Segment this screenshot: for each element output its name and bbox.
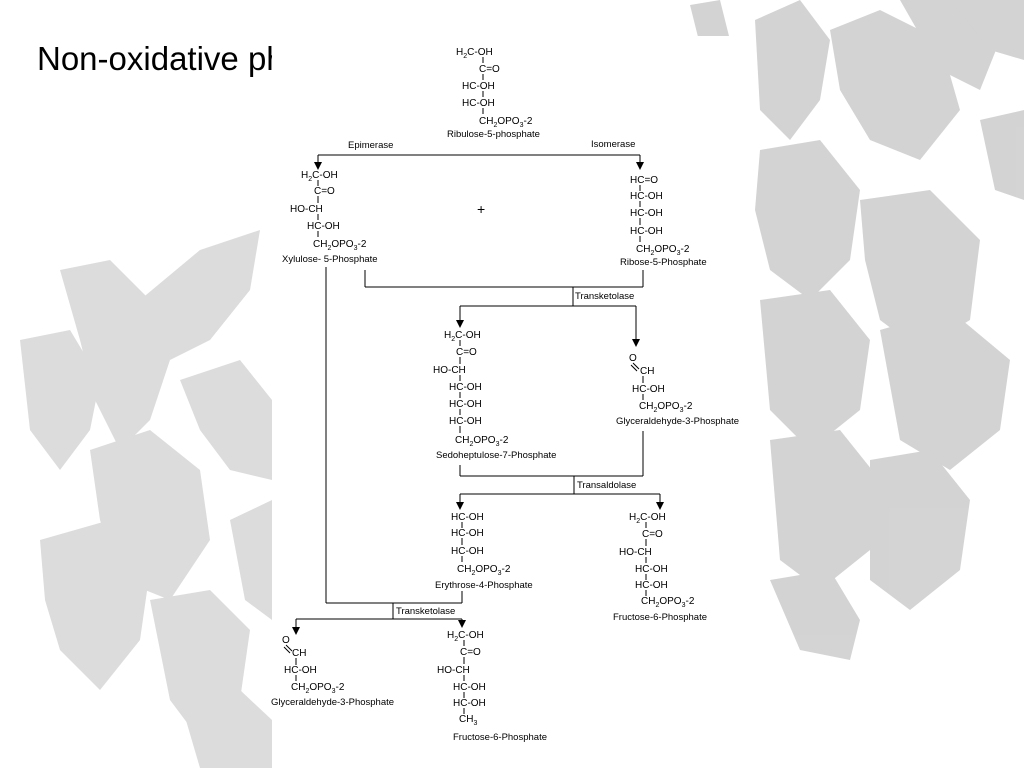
glyceraldehyde-1-name: Glyceraldehyde-3-Phosphate	[616, 416, 739, 427]
ribose-line-5: CH2OPO3-2	[636, 244, 690, 257]
sedo-line-2: C=O	[456, 347, 477, 358]
transaldolase-label: Transaldolase	[577, 480, 636, 491]
ery-line-3: HC-OH	[451, 546, 484, 557]
xylulose-5-phosphate: H2C-OH C=O HO-CH HC-OH CH2OPO3-2 Xylulos…	[282, 170, 378, 265]
ribulose-line-2: C=O	[479, 64, 500, 75]
sedo-line-7: CH2OPO3-2	[455, 435, 509, 448]
fru1-line-1: H2C-OH	[629, 512, 666, 525]
fru2-line-4: HC-OH	[453, 682, 486, 693]
sedo-line-5: HC-OH	[449, 399, 482, 410]
ribulose-line-1: H2C-OH	[456, 47, 493, 60]
gap2-line-1: O	[282, 635, 290, 646]
ribose-5-phosphate: HC=O HC-OH HC-OH HC-OH CH2OPO3-2 Ribose-…	[620, 175, 707, 268]
xylulose-line-3: HO-CH	[290, 204, 323, 215]
fru2-line-6: CH3	[459, 714, 477, 727]
ery-line-1: HC-OH	[451, 512, 484, 523]
glyceraldehyde-3-phosphate-2: O CH HC-OH CH2OPO3-2 Glyceraldehyde-3-Ph…	[271, 635, 394, 708]
plus-sign: +	[477, 201, 485, 217]
fru2-line-1: H2C-OH	[447, 630, 484, 643]
fru1-line-3: HO-CH	[619, 547, 652, 558]
sedo-line-3: HO-CH	[433, 365, 466, 376]
gap1-line-3: HC-OH	[632, 384, 665, 395]
sedoheptulose-7-phosphate: H2C-OH C=O HO-CH HC-OH HC-OH HC-OH CH2OP…	[433, 330, 556, 461]
sedo-line-1: H2C-OH	[444, 330, 481, 343]
erythrose-4-phosphate: HC-OH HC-OH HC-OH CH2OPO3-2 Erythrose-4-…	[435, 512, 533, 591]
xylulose-line-1: H2C-OH	[301, 170, 338, 183]
fructose-2-name: Fructose-6-Phosphate	[453, 732, 547, 743]
ribose-line-2: HC-OH	[630, 191, 663, 202]
ribulose-line-5: CH2OPO3-2	[479, 116, 533, 129]
fructose-6-phosphate-1: H2C-OH C=O HO-CH HC-OH HC-OH CH2OPO3-2 F…	[613, 512, 707, 623]
ribose-name: Ribose-5-Phosphate	[620, 257, 707, 268]
gap2-line-4: CH2OPO3-2	[291, 682, 345, 695]
sedo-line-6: HC-OH	[449, 416, 482, 427]
glyceraldehyde-2-name: Glyceraldehyde-3-Phosphate	[271, 697, 394, 708]
gap1-line-1: O	[629, 353, 637, 364]
fru1-line-5: HC-OH	[635, 580, 668, 591]
ribulose-line-4: HC-OH	[462, 98, 495, 109]
fru1-line-4: HC-OH	[635, 564, 668, 575]
fructose-6-phosphate-2: H2C-OH C=O HO-CH HC-OH HC-OH CH3 Fructos…	[437, 630, 547, 743]
arrowhead	[656, 502, 664, 510]
arrowhead	[314, 162, 322, 170]
gap2-line-3: HC-OH	[284, 665, 317, 676]
diagram-panel	[272, 36, 752, 768]
ribose-line-4: HC-OH	[630, 226, 663, 237]
fru2-line-5: HC-OH	[453, 698, 486, 709]
sedo-line-4: HC-OH	[449, 382, 482, 393]
bond	[632, 362, 640, 370]
bond	[283, 646, 291, 654]
fru2-line-2: C=O	[460, 647, 481, 658]
arrowhead	[292, 627, 300, 635]
fru1-line-2: C=O	[642, 529, 663, 540]
arrowhead	[456, 502, 464, 510]
fru2-line-3: HO-CH	[437, 665, 470, 676]
xylulose-line-5: CH2OPO3-2	[313, 239, 367, 252]
xylulose-line-2: C=O	[314, 186, 335, 197]
arrowhead	[636, 162, 644, 170]
arrowhead	[458, 620, 466, 628]
ribulose-5-phosphate: H2C-OH C=O HC-OH HC-OH CH2OPO3-2 Ribulos…	[447, 47, 540, 140]
transketolase-1-label: Transketolase	[575, 291, 634, 302]
fructose-1-name: Fructose-6-Phosphate	[613, 612, 707, 623]
arrowhead	[632, 339, 640, 347]
isomerase-label: Isomerase	[591, 139, 635, 150]
gap2-line-2: CH	[292, 648, 306, 659]
arrowhead	[456, 320, 464, 328]
glyceraldehyde-3-phosphate-1: O CH HC-OH CH2OPO3-2 Glyceraldehyde-3-Ph…	[616, 353, 739, 427]
xylulose-name: Xylulose- 5-Phosphate	[282, 254, 378, 265]
erythrose-name: Erythrose-4-Phosphate	[435, 580, 533, 591]
ery-line-4: CH2OPO3-2	[457, 564, 511, 577]
sedoheptulose-name: Sedoheptulose-7-Phosphate	[436, 450, 556, 461]
xylulose-line-4: HC-OH	[307, 221, 340, 232]
bond	[630, 364, 638, 372]
gap1-line-2: CH	[640, 366, 654, 377]
bond	[285, 644, 293, 652]
ribulose-name: Ribulose-5-phosphate	[447, 129, 540, 140]
ribose-line-3: HC-OH	[630, 208, 663, 219]
ery-line-2: HC-OH	[451, 528, 484, 539]
gap1-line-4: CH2OPO3-2	[639, 401, 693, 414]
ribose-line-1: HC=O	[630, 175, 658, 186]
fru1-line-6: CH2OPO3-2	[641, 596, 695, 609]
transketolase-2-label: Transketolase	[396, 606, 455, 617]
ribulose-line-3: HC-OH	[462, 81, 495, 92]
epimerase-label: Epimerase	[348, 140, 393, 151]
